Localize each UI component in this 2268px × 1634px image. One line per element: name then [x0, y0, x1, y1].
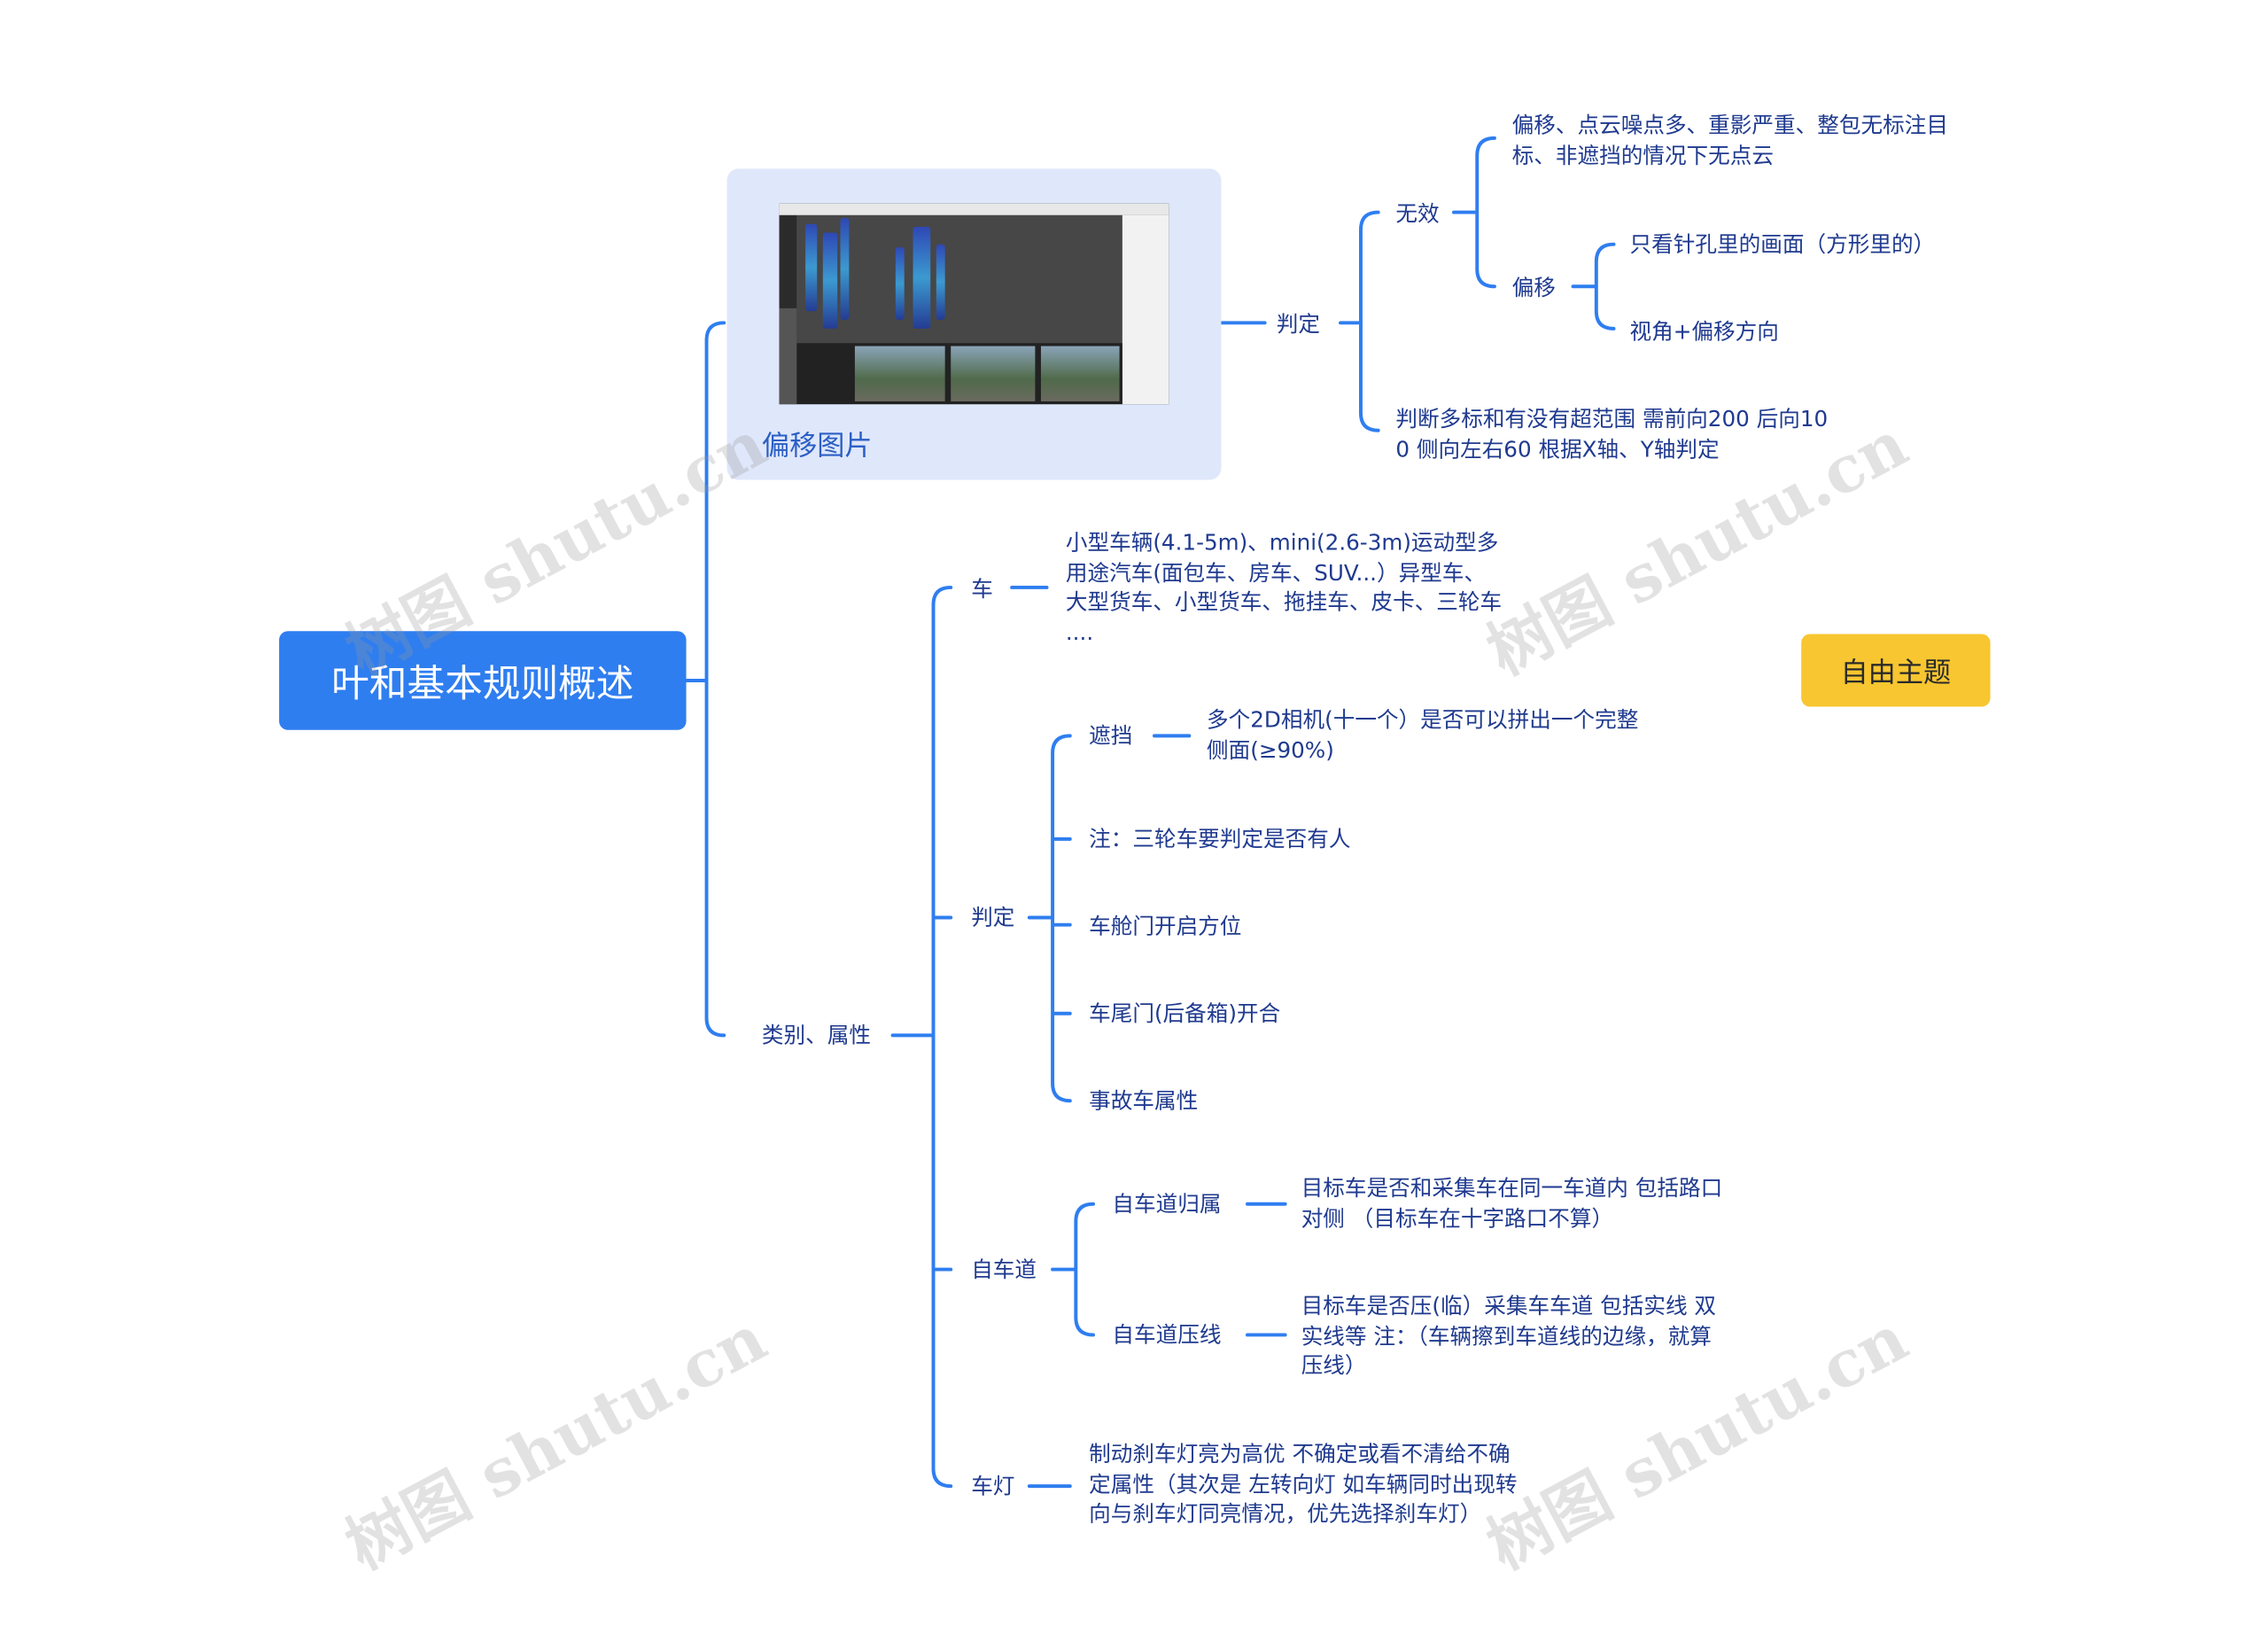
ego-lane-node[interactable]: 自车道 — [971, 1256, 1037, 1283]
connector-offset — [1571, 242, 1616, 331]
lights-node[interactable]: 车灯 — [971, 1473, 1015, 1499]
free-topic-label: 自由主题 — [1840, 656, 1952, 689]
connector-category — [890, 585, 953, 1489]
judge-node[interactable]: 判定 — [971, 904, 1015, 931]
judge-item-tricycle[interactable]: 注：三轮车要判定是否有人 — [1089, 826, 1351, 852]
category-node[interactable]: 类别、属性 — [761, 1022, 871, 1049]
ego-lane-press-desc[interactable]: 目标车是否压(临）采集车车道 包括实线 双 实线等 注：（车辆擦到车道线的边缘，… — [1301, 1292, 1717, 1379]
vehicle-node[interactable]: 车 — [971, 575, 993, 603]
ego-lane-belong-node[interactable]: 自车道归属 — [1112, 1190, 1222, 1218]
offset-item-view[interactable]: 视角+偏移方向 — [1629, 318, 1779, 345]
judge-item-accident[interactable]: 事故车属性 — [1089, 1087, 1199, 1115]
judge-item-cabin-door[interactable]: 车舱门开启方位 — [1089, 913, 1242, 940]
ego-lane-press-node[interactable]: 自车道压线 — [1112, 1321, 1222, 1349]
ego-lane-belong-desc[interactable]: 目标车是否和采集车在同一车道内 包括路口 对侧 （目标车在十字路口不算） — [1301, 1174, 1723, 1232]
range-note[interactable]: 判断多标和有没有超范围 需前向200 后向10 0 侧向左右60 根据X轴、Y轴… — [1395, 405, 1829, 463]
invalid-desc[interactable]: 偏移、点云噪点多、重影严重、整包无标注目 标、非遮挡的情况下无点云 — [1511, 112, 1948, 168]
lights-desc[interactable]: 制动刹车灯亮为高优 不确定或看不清给不确 定属性（其次是 左转向灯 如车辆同时出… — [1089, 1441, 1518, 1528]
root-label: 叶和基本规则概述 — [331, 662, 634, 706]
offset-screenshot-image — [779, 203, 1169, 405]
connector-invalid — [1452, 136, 1496, 289]
image-node[interactable]: 偏移图片 — [726, 168, 1222, 480]
occlusion-desc[interactable]: 多个2D相机(十一个）是否可以拼出一个完整 侧面(≥90%) — [1207, 706, 1639, 763]
root-node[interactable]: 叶和基本规则概述 — [279, 631, 687, 730]
offset-item-pinhole[interactable]: 只看针孔里的画面（方形里的） — [1629, 230, 1936, 258]
occlusion-node[interactable]: 遮挡 — [1089, 722, 1133, 750]
judge-item-tailgate[interactable]: 车尾门(后备箱)开合 — [1089, 1000, 1281, 1027]
connector-root-trunk — [684, 321, 726, 1038]
free-topic-node[interactable]: 自由主题 — [1801, 634, 1991, 707]
connector-judge2 — [1027, 734, 1072, 1103]
offset-node[interactable]: 偏移 — [1511, 275, 1556, 301]
image-judge-node[interactable]: 判定 — [1276, 311, 1321, 338]
invalid-node[interactable]: 无效 — [1395, 200, 1440, 227]
vehicle-desc[interactable]: 小型车辆(4.1-5m)、mini(2.6-3m)运动型多 用途汽车(面包车、房… — [1065, 529, 1503, 645]
image-caption: 偏移图片 — [761, 430, 873, 463]
connector-judge-branches — [1359, 210, 1380, 432]
connector-ego-lane — [1051, 1202, 1096, 1337]
